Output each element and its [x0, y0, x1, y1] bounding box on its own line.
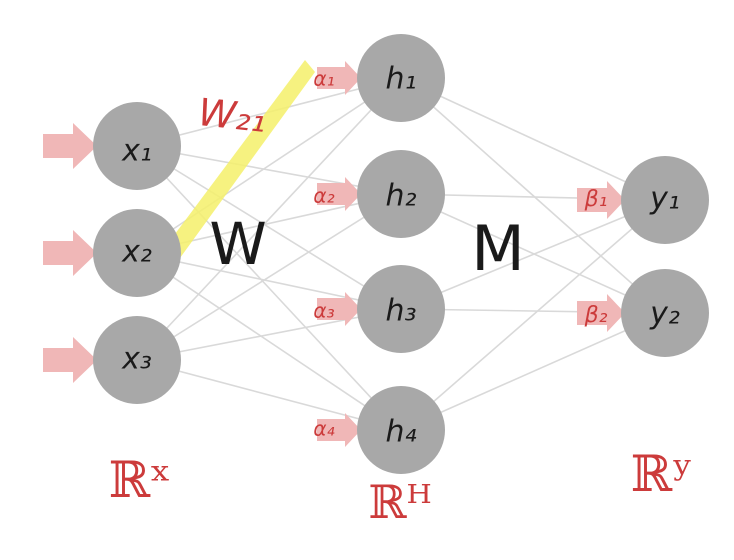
node-x3: [93, 316, 181, 404]
edge-x2-h3: [136, 252, 402, 310]
highlighted-edge-w21: [172, 60, 315, 258]
node-label-h3: h₃: [385, 294, 416, 329]
node-h3: [357, 265, 445, 353]
bias-label-alpha4: α₄: [313, 417, 334, 441]
input-arrow-x3: [43, 337, 97, 383]
node-y2: [621, 269, 709, 357]
matrix-label-w: W: [209, 210, 266, 278]
edge-x3-h2: [136, 193, 402, 361]
bias-label-alpha1: α₁: [313, 67, 334, 91]
matrix-label-m: M: [471, 212, 525, 285]
node-label-h4: h₄: [385, 415, 416, 450]
node-label-h1: h₁: [385, 62, 416, 97]
node-label-y1: y₁: [649, 182, 680, 217]
bias-label-alpha3: α₃: [313, 299, 334, 323]
node-label-x1: x₁: [121, 134, 152, 169]
bias-arrow-y2: [577, 294, 625, 332]
node-h2: [357, 150, 445, 238]
node-x2: [93, 209, 181, 297]
edge-h2-y2: [400, 193, 666, 314]
node-label-x2: x₂: [121, 235, 152, 270]
bias-arrow-h3: [317, 292, 361, 326]
edge-x3-h1: [136, 77, 402, 361]
edge-h3-y1: [400, 199, 666, 310]
node-label-y2: y₂: [649, 297, 680, 332]
bias-label-beta1: β₁: [584, 187, 608, 212]
edge-x3-h4: [136, 359, 402, 431]
edge-x1-h4: [136, 145, 402, 431]
node-x1: [93, 102, 181, 190]
edge-x2-h1: [136, 77, 402, 254]
bias-label-alpha2: α₂: [313, 184, 334, 208]
edge-h1-y2: [400, 77, 666, 314]
edge-h4-y1: [400, 199, 666, 431]
input-arrows: [43, 61, 625, 447]
space-label-hidden: ℝᴴ: [368, 475, 432, 529]
input-arrow-x2: [43, 230, 97, 276]
node-label-h2: h₂: [385, 179, 416, 214]
bias-arrow-h1: [317, 61, 361, 95]
edge-h1-y1: [400, 77, 666, 201]
edge-x1-h3: [136, 145, 402, 310]
bias-arrow-h4: [317, 413, 361, 447]
edge-x2-h4: [136, 252, 402, 431]
bias-label-beta2: β₂: [584, 303, 608, 328]
node-h1: [357, 34, 445, 122]
edge-x1-h2: [136, 145, 402, 195]
nodes: [93, 34, 709, 474]
node-h4: [357, 386, 445, 474]
input-arrow-x1: [43, 123, 97, 169]
node-label-x3: x₃: [121, 342, 152, 377]
space-label-input: ℝˣ: [109, 451, 172, 509]
weight-label-w21: W₂₁: [196, 90, 268, 141]
bias-arrow-y1: [577, 181, 625, 219]
space-label-output: ℝʸ: [631, 445, 694, 503]
bias-arrow-h2: [317, 177, 361, 211]
node-y1: [621, 156, 709, 244]
edge-h4-y2: [400, 312, 666, 431]
edge-x3-h3: [136, 308, 402, 361]
